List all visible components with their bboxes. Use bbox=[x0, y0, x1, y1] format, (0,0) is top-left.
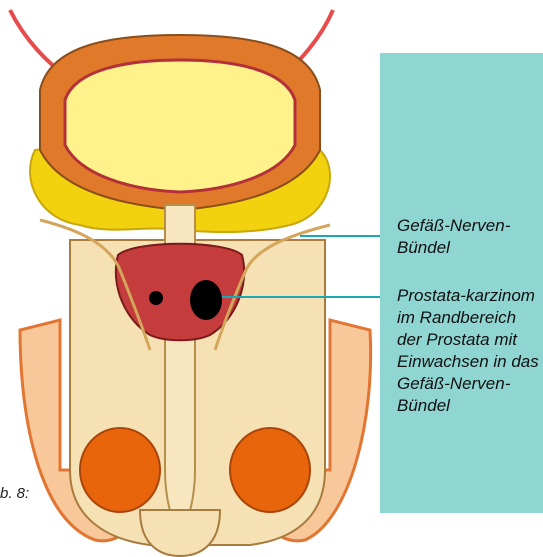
figure-caption: b. 8: bbox=[0, 485, 29, 502]
left-testis bbox=[80, 428, 160, 512]
label-carcinoma: Prostata-karzinom im Randbereich der Pro… bbox=[397, 285, 543, 417]
right-testis bbox=[230, 428, 310, 512]
small-tumor bbox=[149, 291, 163, 305]
label-neurovascular-bundle: Gefäß-Nerven-Bündel bbox=[397, 215, 543, 259]
bladder-lumen bbox=[65, 60, 295, 192]
glans bbox=[140, 510, 220, 556]
annotation-panel bbox=[380, 53, 543, 513]
carcinoma-mass bbox=[190, 280, 222, 320]
